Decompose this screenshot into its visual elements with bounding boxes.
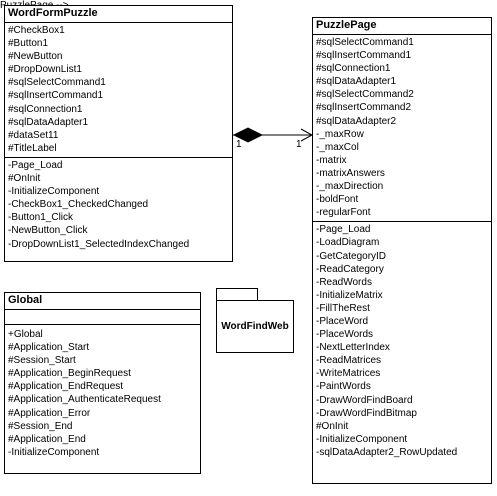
operation: -DropDownList1_SelectedIndexChanged (8, 238, 190, 250)
attribute: #sqlSelectCommand2 (316, 89, 414, 101)
class-name: WordFormPuzzle (5, 6, 232, 23)
operation: #OnInit (316, 420, 349, 432)
attribute: -_maxRow (316, 128, 364, 140)
operation: -FillTheRest (316, 302, 370, 314)
attribute: -regularFont (316, 207, 371, 219)
operation: #Application_BeginRequest (8, 368, 131, 380)
operation: #Application_End (8, 433, 86, 445)
attribute: #TitleLabel (8, 142, 57, 154)
operation: #Session_Start (8, 355, 76, 367)
operation: -InitializeComponent (8, 186, 100, 198)
operations-section: -Page_Load -LoadDiagram -GetCategoryID -… (313, 222, 491, 461)
operation: -NewButton_Click (8, 225, 88, 237)
operation: -LoadDiagram (316, 237, 380, 249)
operation: -ReadMatrices (316, 355, 382, 367)
composition-diamond (232, 127, 264, 143)
operation: -DrawWordFindBoard (316, 394, 413, 406)
attributes-section: #CheckBox1 #Button1 #NewButton #DropDown… (5, 23, 232, 158)
operation: #Application_Start (8, 342, 90, 354)
class-puzzle-page[interactable]: PuzzlePage #sqlSelectCommand1 #sqlInsert… (312, 17, 492, 484)
operation: -InitializeComponent (316, 433, 408, 445)
operation: #Application_AuthenticateRequest (8, 394, 161, 406)
attribute: #sqlSelectCommand1 (8, 77, 106, 89)
attribute: #sqlDataAdapter1 (8, 116, 89, 128)
attribute: #DropDownList1 (8, 64, 82, 76)
attribute: #sqlConnection1 (316, 63, 391, 75)
operation: -InitializeComponent (8, 446, 100, 458)
attribute: #sqlConnection1 (8, 103, 83, 115)
operation: -CheckBox1_CheckedChanged (8, 199, 149, 211)
operation: -ReadCategory (316, 263, 384, 275)
attribute: #NewButton (8, 51, 63, 63)
operation: -PlaceWords (316, 329, 374, 341)
operation: -ReadWords (316, 276, 372, 288)
operation: -Button1_Click (8, 212, 74, 224)
attribute: #sqlDataAdapter1 (316, 76, 397, 88)
attribute: #Button1 (8, 38, 49, 50)
operation: -InitializeMatrix (316, 289, 383, 301)
attribute: #sqlInsertCommand1 (316, 50, 412, 62)
operation: #Session_End (8, 420, 73, 432)
operation: -Page_Load (316, 224, 371, 236)
operation: +Global (8, 329, 43, 340)
attributes-section: #sqlSelectCommand1 #sqlInsertCommand1 #s… (313, 35, 491, 223)
operation: -PlaceWord (316, 315, 369, 327)
package-word-find-web[interactable]: WordFindWeb (216, 300, 294, 353)
operation: -NextLetterIndex (316, 342, 390, 354)
operation: -PaintWords (316, 381, 371, 393)
attribute: -boldFont (316, 194, 359, 206)
attribute: -matrixAnswers (316, 167, 385, 179)
target-multiplicity: 1 (296, 139, 302, 150)
class-global[interactable]: Global +Global #Application_Start #Sessi… (4, 292, 201, 474)
attribute: #sqlSelectCommand1 (316, 37, 414, 48)
package-name: WordFindWeb (221, 321, 289, 332)
operation: #Application_EndRequest (8, 381, 124, 393)
operation: -sqlDataAdapter2_RowUpdated (316, 446, 458, 458)
attribute: -matrix (316, 154, 347, 166)
attribute: #CheckBox1 (8, 25, 65, 36)
attribute: -_maxCol (316, 141, 359, 153)
navigation-arrowhead (300, 128, 314, 142)
operations-section: +Global #Application_Start #Session_Star… (5, 325, 200, 461)
source-multiplicity: 1 (236, 139, 242, 150)
operation: -DrawWordFindBitmap (316, 407, 417, 419)
operation: #Application_Error (8, 407, 91, 419)
attributes-section (5, 310, 200, 325)
operation: -WriteMatrices (316, 368, 381, 380)
attribute: #sqlDataAdapter2 (316, 115, 397, 127)
attribute: -_maxDirection (316, 181, 384, 193)
attribute: #sqlInsertCommand1 (8, 90, 104, 102)
operation: -GetCategoryID (316, 250, 387, 262)
class-name: Global (5, 293, 200, 310)
operation: -Page_Load (8, 159, 63, 171)
attribute: #sqlInsertCommand2 (316, 102, 412, 114)
class-name: PuzzlePage (313, 18, 491, 35)
attribute: #dataSet11 (8, 129, 59, 141)
package-tab (216, 288, 258, 300)
operation: #OnInit (8, 173, 41, 185)
operations-section: -Page_Load #OnInit -InitializeComponent … (5, 158, 232, 253)
class-word-form-puzzle[interactable]: WordFormPuzzle #CheckBox1 #Button1 #NewB… (4, 5, 233, 262)
